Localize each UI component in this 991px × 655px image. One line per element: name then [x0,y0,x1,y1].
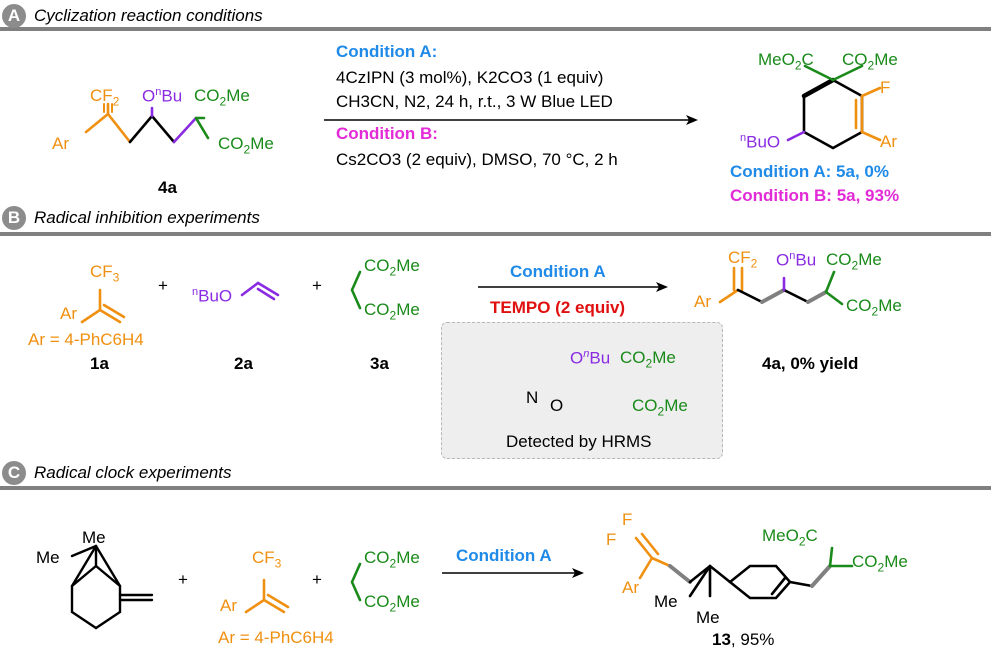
product-13-label: 13, 95% [712,630,774,650]
section-b-divider [0,232,991,236]
section-a-title: Cyclization reaction conditions [34,6,263,25]
arrow-b-condition: Condition A [510,262,606,281]
4a-ar-label: Ar [52,134,69,153]
reactant-3a-skeleton [350,270,362,310]
condition-b-line1: Cs2CO3 (2 equiv), DMSO, 70 °C, 2 h [336,150,618,169]
beta-pinene-skeleton [70,544,154,630]
product-13-skeleton [634,532,854,600]
substrate-4a-id: 4a [158,178,177,197]
reactant-1a-skeleton [80,288,126,324]
section-c-divider [0,486,991,490]
tempo-co2me-bottom: CO2Me [632,396,688,419]
product-13-id: 13 [712,630,731,649]
4a-product-obu: OnBu [776,250,817,270]
13-me-bottom: Me [696,608,720,627]
reactant-1a-id: 1a [90,354,109,373]
5a-meo2c-label: MeO2C [758,50,814,73]
tempo-co2me-top: CO2Me [620,348,676,371]
4a-product-ar: Ar [694,292,711,311]
2a-label: nBuO [192,286,233,306]
section-c-badge: C [2,461,26,485]
product-4a-skeleton [718,266,844,306]
substrate-4a-skeleton [84,102,210,144]
4a-product-co2me-bottom: CO2Me [846,296,902,319]
4a-obu-label: OnBu [142,86,183,106]
plus-sign-2: + [312,276,322,295]
1a-ar-label: Ar [60,304,77,323]
plus-sign-4: + [312,570,322,589]
5a-ar-label: Ar [880,132,897,151]
product-13-yield: , 95% [730,630,775,649]
4a-cf2-label: CF2 [90,86,120,109]
tempo-adduct-box [441,322,723,459]
product-5a-skeleton [786,64,882,150]
reaction-arrow-c [442,568,584,578]
section-a-badge: A [2,4,26,28]
section-b-badge: B [2,206,26,230]
c-alkene-ar: Ar [220,596,237,615]
5a-co2me-label: CO2Me [842,50,898,73]
reactant-3a-id: 3a [370,354,389,373]
condition-a-line1: 4CzIPN (3 mol%), K2CO3 (1 equiv) [336,68,604,87]
product-4a-yield: 4a, 0% yield [762,354,859,373]
3a-co2me-bottom: CO2Me [364,300,420,323]
5a-f-label: F [880,78,891,97]
5a-obu-label: nBuO [740,132,781,152]
reactant-2a-id: 2a [234,354,253,373]
condition-b-title: Condition B: [336,124,438,143]
pinene-me-top: Me [82,528,106,547]
1a-cf3-label: CF3 [90,262,120,285]
result-condition-b: Condition B: 5a, 93% [730,186,900,205]
4a-product-co2me-top: CO2Me [826,250,882,273]
reaction-arrow-b [478,282,668,292]
13-ar-label: Ar [622,578,639,597]
reactant-c-malonate-skeleton [350,562,362,602]
13-co2me-label: CO2Me [852,552,908,575]
13-f-left: F [606,530,617,549]
tempo-obu-label: OnBu [570,348,611,368]
13-me-left: Me [654,592,678,611]
1a-ar-definition: Ar = 4-PhC6H4 [28,330,144,349]
13-meo2c-label: MeO2C [762,526,818,549]
section-b-title: Radical inhibition experiments [34,208,260,227]
condition-a-line2: CH3CN, N2, 24 h, r.t., 3 W Blue LED [336,92,613,111]
reactant-2a-skeleton [240,281,280,301]
13-f-top: F [622,510,633,529]
arrow-c-condition: Condition A [456,546,552,565]
plus-sign-1: + [158,276,168,295]
tempo-o-label: O [550,396,564,415]
c-alkene-cf3: CF3 [252,548,282,571]
hrms-caption: Detected by HRMS [506,432,652,451]
c-malonate-co2me-bottom: CO2Me [364,592,420,615]
tempo-n-label: N [526,388,539,407]
c-malonate-co2me-top: CO2Me [364,548,420,571]
3a-co2me-top: CO2Me [364,256,420,279]
4a-co2me-top: CO2Me [194,86,250,109]
arrow-b-tempo: TEMPO (2 equiv) [490,298,626,317]
4a-co2me-bottom: CO2Me [218,134,274,157]
result-condition-a: Condition A: 5a, 0% [730,162,889,181]
4a-product-cf2: CF2 [728,248,758,271]
pinene-me-left: Me [36,548,60,567]
condition-a-title: Condition A: [336,42,438,61]
section-c-title: Radical clock experiments [34,463,232,482]
c-ar-definition: Ar = 4-PhC6H4 [218,628,334,647]
reaction-arrow-a [324,115,698,125]
plus-sign-3: + [178,570,188,589]
section-a-divider [0,27,991,31]
reactant-c-alkene-skeleton [244,578,290,614]
